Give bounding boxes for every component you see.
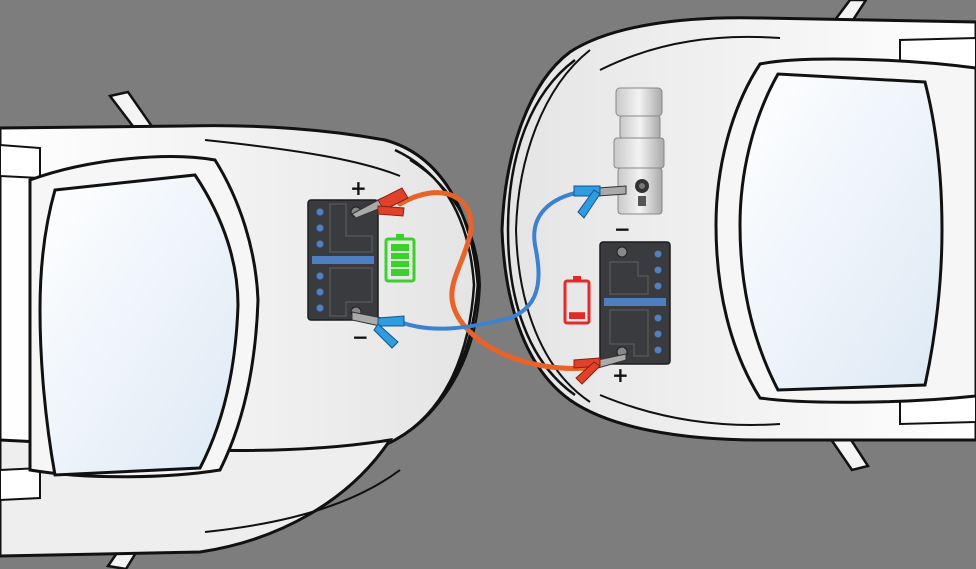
donor-positive-sign: + [350,176,367,200]
positive-jumper-cable [397,190,593,371]
donor-battery-inner-bottom [329,267,373,317]
engine-ground-block [613,87,665,215]
donor-car-hood-line [204,139,401,177]
receiver-negative-clamp [573,185,627,219]
donor-negative-sign: − [352,325,369,349]
receiver-battery-divider [604,298,666,306]
receiver-car-hood-line [599,35,781,71]
receiver-car [500,0,976,472]
donor-car-pillar [0,143,41,180]
receiver-car-bumper [514,49,591,403]
donor-car [0,90,482,569]
receiver-battery-cells [654,250,662,354]
receiver-battery-inner-top [609,261,649,295]
donor-battery-divider [312,256,374,264]
receiver-negative-sign: − [614,217,631,241]
receiver-positive-clamp [573,353,627,385]
battery-full-icon [384,234,416,283]
donor-battery-cells [316,208,324,312]
receiver-car-windshield [738,72,944,392]
donor-car-pillar [0,466,41,502]
negative-jumper-cable [393,190,582,331]
receiver-car-bumper [506,58,576,397]
receiver-battery-inner-bottom [609,309,649,357]
donor-car-hood-line [204,469,401,533]
donor-battery [307,199,379,321]
donor-battery-inner-top [329,203,373,253]
receiver-negative-terminal [616,246,628,258]
donor-positive-clamp [351,187,409,219]
receiver-positive-sign: + [612,363,629,387]
donor-negative-clamp [351,311,405,349]
receiver-battery-level-fill [569,312,585,319]
donor-car-windshield [38,173,240,477]
battery-low-icon [563,276,591,325]
receiver-battery [599,241,671,365]
receiver-car-hood-line [599,394,781,426]
